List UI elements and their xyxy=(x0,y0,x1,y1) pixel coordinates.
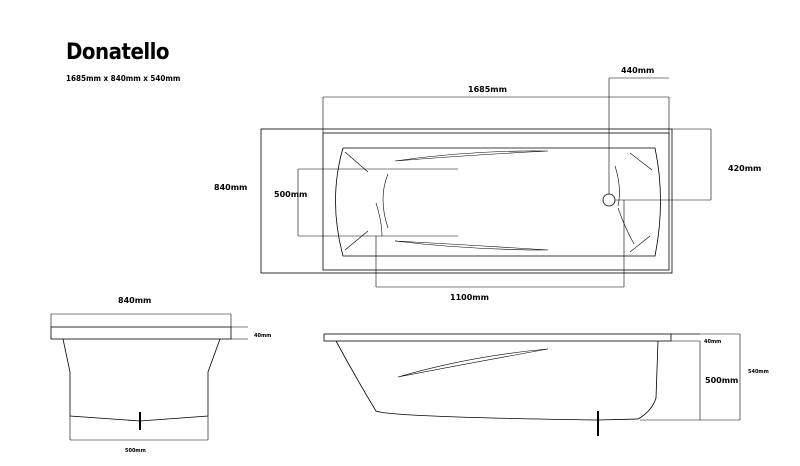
end-body xyxy=(62,338,221,422)
plan-contour-line xyxy=(617,207,635,245)
plan-outer-rim xyxy=(260,128,673,274)
dim-end-base: 500mm xyxy=(125,448,146,454)
dim-waste-offset: 440mm xyxy=(621,66,654,75)
plan-contour-line xyxy=(614,165,620,207)
plan-view: 1685mm 440mm 420mm 840mm 500mm 1100mm xyxy=(214,66,761,302)
dim-side-rim: 40mm xyxy=(704,339,721,345)
end-view: 840mm 40mm 500mm xyxy=(50,296,271,454)
dim-end-width: 840mm xyxy=(118,296,151,305)
dim-side-total-height: 540mm xyxy=(748,369,769,375)
plan-waste-outlet xyxy=(602,193,616,207)
side-view: 40mm 500mm 540mm xyxy=(323,333,769,436)
side-rim xyxy=(323,333,672,342)
plan-contour-line xyxy=(344,151,369,173)
dim-plan-length: 1685mm xyxy=(468,85,507,94)
side-body xyxy=(335,340,659,421)
plan-contour-line xyxy=(344,230,369,251)
plan-contour-line xyxy=(629,235,651,253)
end-rim xyxy=(50,326,232,340)
dim-end-rim: 40mm xyxy=(254,333,271,339)
dim-side-depth: 500mm xyxy=(705,376,738,385)
product-dimensions: 1685mm x 840mm x 540mm xyxy=(66,74,181,83)
plan-contour-line xyxy=(375,202,383,237)
plan-inner-rim xyxy=(322,132,670,271)
dim-waste-height: 420mm xyxy=(728,164,761,173)
plan-contour-top xyxy=(394,150,549,162)
dim-inner-width: 500mm xyxy=(274,190,307,199)
plan-contour-line xyxy=(629,152,653,171)
side-contour xyxy=(397,348,549,378)
dim-plan-width: 840mm xyxy=(214,183,247,192)
plan-contour-bottom xyxy=(394,240,549,251)
plan-basin-outline xyxy=(335,147,661,257)
plan-contour-line xyxy=(382,173,389,229)
product-title: Donatello xyxy=(66,40,170,65)
dim-inner-length: 1100mm xyxy=(450,293,489,302)
